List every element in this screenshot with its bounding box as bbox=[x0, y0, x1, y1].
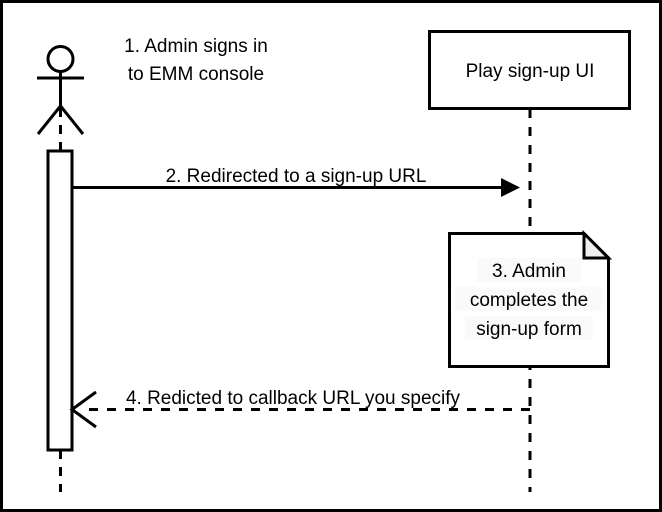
note-step-3-line-3: sign-up form bbox=[476, 319, 582, 340]
annotation-step-1: 1. Admin signs in to EMM console bbox=[124, 36, 268, 85]
message-step-4-label: 4. Redicted to callback URL you specify bbox=[126, 388, 461, 409]
note-step-3-line-2: completes the bbox=[470, 290, 588, 311]
actor-left-leg-line bbox=[36, 105, 62, 135]
note-step-3-line-1: 3. Admin bbox=[492, 261, 566, 282]
actor-right-leg-line bbox=[59, 105, 85, 135]
message-step-2-arrowhead-filled bbox=[501, 178, 520, 197]
message-step-2-label: 2. Redirected to a sign-up URL bbox=[166, 166, 427, 187]
note-text-highlight-3 bbox=[465, 316, 593, 340]
message-step-4-arrowhead-open bbox=[69, 390, 97, 429]
note-step-3[interactable]: 3. Admin completes the sign-up form bbox=[448, 229, 613, 368]
annotation-step-1-line-1: 1. Admin signs in bbox=[124, 36, 268, 57]
note-folded-corner-icon bbox=[582, 229, 613, 260]
participant-box-label: Play sign-up UI bbox=[466, 61, 595, 82]
participant-admin[interactable] bbox=[36, 45, 85, 493]
annotation-step-1-line-2: to EMM console bbox=[128, 64, 264, 85]
actor-head-icon bbox=[46, 45, 75, 73]
actor-activation-bar bbox=[46, 149, 74, 452]
participant-box bbox=[428, 30, 631, 110]
message-step-4[interactable]: 4. Redicted to callback URL you specify bbox=[69, 388, 530, 429]
note-text-highlight-2 bbox=[455, 287, 603, 311]
message-step-2[interactable]: 2. Redirected to a sign-up URL bbox=[72, 166, 520, 197]
participant-play-signup-ui[interactable]: Play sign-up UI bbox=[428, 30, 631, 493]
note-text-highlight-1 bbox=[477, 258, 581, 282]
